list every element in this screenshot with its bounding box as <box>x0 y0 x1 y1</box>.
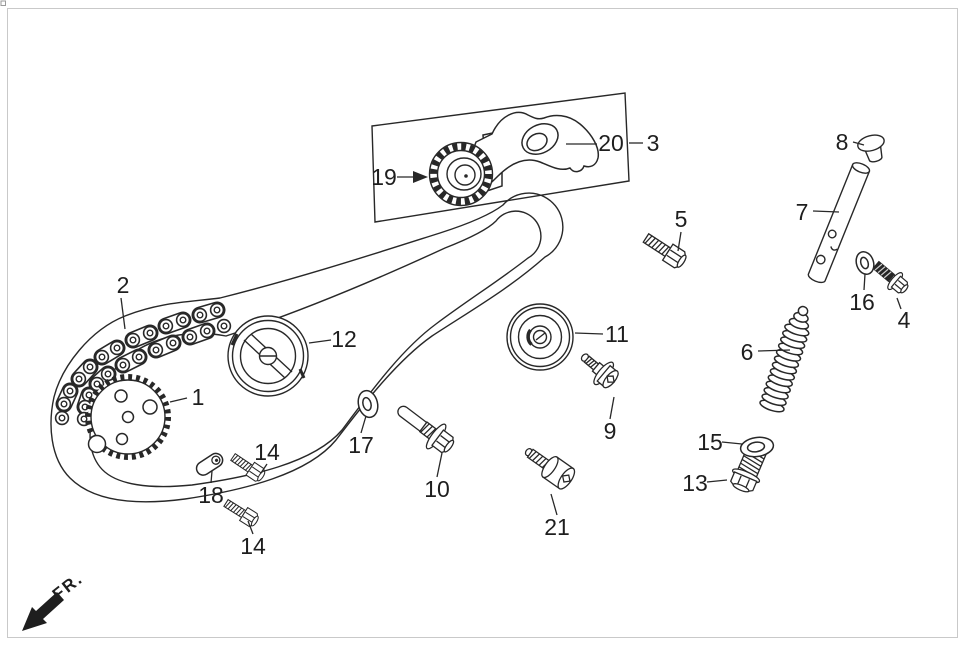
bolt-14-lower <box>221 496 262 530</box>
part-label-8: 8 <box>836 129 849 155</box>
bolt-10 <box>397 405 455 454</box>
tensioner-sprocket <box>428 141 494 207</box>
part-leader-7 <box>812 210 840 213</box>
part-label-13: 13 <box>682 470 708 496</box>
part-label-12: 12 <box>331 326 357 352</box>
part-leader-14 <box>247 520 254 535</box>
part-label-16: 16 <box>849 289 875 315</box>
part-leader-16 <box>863 273 866 291</box>
part-label-17: 17 <box>348 432 374 458</box>
part-leader-14 <box>260 463 268 474</box>
part-label-10: 10 <box>424 476 450 502</box>
socket-square <box>606 375 615 383</box>
part-leader-13 <box>706 479 728 483</box>
part-label-9: 9 <box>604 418 617 444</box>
part-label-6: 6 <box>741 339 754 365</box>
washer-17 <box>357 389 379 419</box>
sprocket-center-hole <box>121 410 135 424</box>
bolt-9 <box>580 353 619 389</box>
cap-8 <box>857 134 885 163</box>
part-label-19: 19 <box>371 164 397 190</box>
part-label-14: 14 <box>254 439 280 465</box>
part-leader-12 <box>308 339 332 344</box>
part-leader-1 <box>169 397 188 403</box>
page-border <box>7 8 958 638</box>
part-label-2: 2 <box>117 272 130 298</box>
washer-16 <box>855 251 875 275</box>
bolt-5 <box>640 229 690 272</box>
fr-arrow-icon <box>22 592 64 631</box>
part-label-4: 4 <box>898 307 911 333</box>
part-leader-9 <box>609 396 615 420</box>
corner-artifact <box>0 0 6 6</box>
part-leader-21 <box>550 493 558 516</box>
washer-15 <box>739 436 775 458</box>
spring-6 <box>759 305 810 413</box>
part-leader-2 <box>120 297 126 330</box>
part-label-3: 3 <box>647 130 660 156</box>
part-label-5: 5 <box>675 206 688 232</box>
part-label-14: 14 <box>240 533 266 559</box>
push-rod-7 <box>807 162 871 284</box>
cam-sprocket <box>85 374 171 460</box>
part-leader-11 <box>574 332 604 335</box>
assembly-box <box>371 92 630 223</box>
part-label-11: 11 <box>605 321 629 347</box>
part-label-15: 15 <box>697 429 723 455</box>
guide-roller-small <box>506 303 574 371</box>
chain-outer-edge <box>50 192 564 503</box>
part-leader-6 <box>757 349 791 352</box>
part-label-1: 1 <box>192 384 205 410</box>
guide-roller-large <box>227 315 309 397</box>
part-leader-18 <box>210 470 213 484</box>
part-leader-4 <box>896 297 902 310</box>
part-leader-8 <box>852 141 865 146</box>
leader-arrowhead-19 <box>413 171 428 183</box>
part-label-7: 7 <box>796 199 809 225</box>
socket-square <box>561 474 571 483</box>
part-label-21: 21 <box>544 514 570 540</box>
bolt-21 <box>524 447 576 490</box>
part-leader-17 <box>360 415 367 434</box>
part-label-18: 18 <box>198 482 224 508</box>
dowel-pin-18 <box>195 452 224 476</box>
part-leader-15 <box>721 441 743 445</box>
part-label-20: 20 <box>598 130 624 156</box>
part-leader-10 <box>436 452 443 478</box>
part-leader-5 <box>677 231 682 252</box>
chain-links <box>54 301 232 427</box>
bolt-4 <box>872 260 909 294</box>
fr-indicator: FR. <box>22 569 87 631</box>
